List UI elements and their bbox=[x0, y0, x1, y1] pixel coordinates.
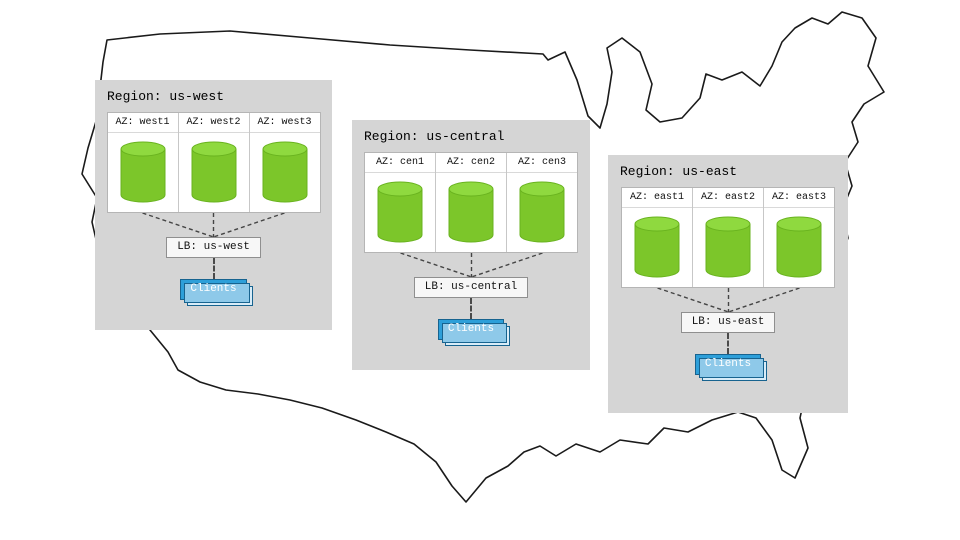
database-cylinder-icon bbox=[519, 181, 565, 243]
az-label: AZ: east2 bbox=[693, 188, 763, 208]
az-group: AZ: west1 AZ: west2 AZ: west3 bbox=[106, 112, 321, 213]
az-cell: AZ: cen1 bbox=[365, 153, 436, 252]
az-cell: AZ: east1 bbox=[622, 188, 693, 287]
az-cell: AZ: west2 bbox=[178, 113, 250, 212]
az-label: AZ: cen3 bbox=[507, 153, 577, 173]
fan-in-connector bbox=[399, 253, 543, 277]
database-cylinder-icon bbox=[262, 141, 307, 203]
fan-in-connector bbox=[656, 288, 800, 312]
load-balancer-box: LB: us-central bbox=[413, 277, 529, 298]
region-us-east: Region: us-east AZ: east1 AZ: east2 AZ: … bbox=[608, 155, 848, 413]
region-us-west: Region: us-west AZ: west1 AZ: west2 AZ: … bbox=[95, 80, 332, 330]
az-cell: AZ: west1 bbox=[107, 113, 179, 212]
load-balancer-box: LB: us-west bbox=[166, 237, 261, 258]
az-cell: AZ: east3 bbox=[764, 188, 834, 287]
az-group: AZ: cen1 AZ: cen2 AZ: cen3 bbox=[364, 152, 578, 253]
dashed-connector bbox=[212, 258, 215, 279]
dashed-connector bbox=[470, 298, 472, 319]
az-label: AZ: west2 bbox=[178, 113, 249, 133]
database-cylinder-icon bbox=[191, 141, 236, 203]
az-cell: AZ: east2 bbox=[693, 188, 764, 287]
database-cylinder-icon bbox=[634, 216, 680, 278]
database-cylinder-icon bbox=[377, 181, 423, 243]
az-label: AZ: cen2 bbox=[436, 153, 506, 173]
az-label: AZ: cen1 bbox=[365, 153, 435, 173]
az-cell: AZ: cen3 bbox=[507, 153, 577, 252]
az-label: AZ: west1 bbox=[107, 113, 178, 133]
clients-box: Clients bbox=[180, 279, 253, 306]
load-balancer-box: LB: us-east bbox=[680, 312, 776, 333]
az-label: AZ: east1 bbox=[622, 188, 692, 208]
region-title: Region: us-central bbox=[364, 129, 505, 144]
clients-box: Clients bbox=[437, 319, 511, 346]
az-group: AZ: east1 AZ: east2 AZ: east3 bbox=[621, 187, 835, 288]
database-cylinder-icon bbox=[776, 216, 822, 278]
database-cylinder-icon bbox=[120, 141, 165, 203]
region-title: Region: us-west bbox=[107, 89, 225, 104]
az-cell: AZ: west3 bbox=[249, 113, 320, 212]
az-label: AZ: east3 bbox=[764, 188, 834, 208]
clients-box: Clients bbox=[694, 354, 768, 381]
region-title: Region: us-east bbox=[620, 164, 738, 179]
dashed-connector bbox=[727, 333, 729, 354]
region-us-central: Region: us-central AZ: cen1 AZ: cen2 AZ:… bbox=[352, 120, 590, 370]
fan-in-connector bbox=[142, 213, 285, 237]
az-cell: AZ: cen2 bbox=[436, 153, 507, 252]
database-cylinder-icon bbox=[448, 181, 494, 243]
az-label: AZ: west3 bbox=[249, 113, 320, 133]
database-cylinder-icon bbox=[705, 216, 751, 278]
